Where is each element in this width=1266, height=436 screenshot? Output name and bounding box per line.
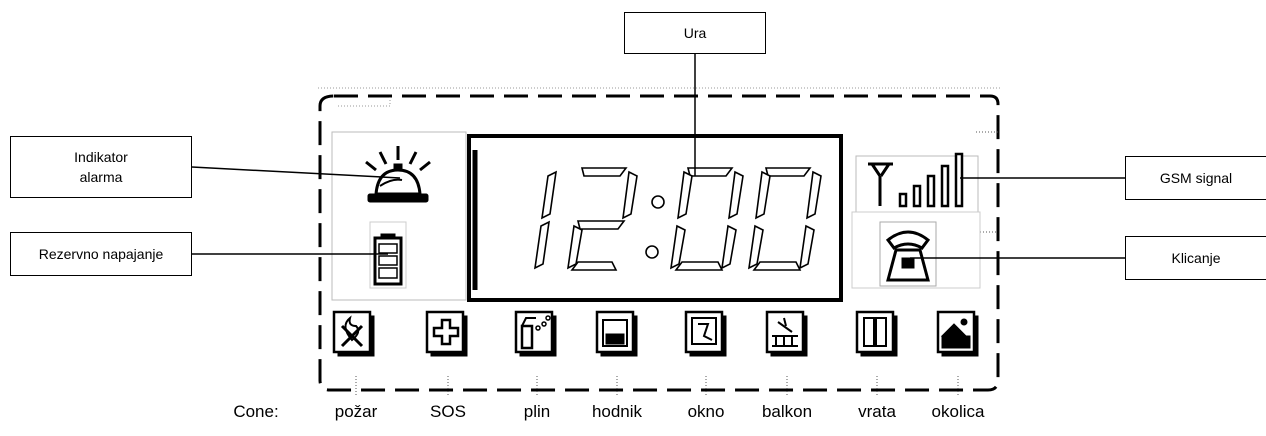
antenna-icon [868,162,893,206]
digit-4 [747,167,822,271]
leader-lines [191,54,1125,259]
bell-icon [365,146,431,203]
leader-indikator-alarma [191,166,401,179]
door-icon [855,310,898,357]
battery-icon [373,233,403,286]
corridor-icon [595,310,638,357]
zones-label: Cone: [233,402,279,421]
colon-bottom [645,245,659,259]
callout-gsm-signal-label: GSM signal [1159,170,1233,186]
battery-frame [369,221,407,289]
digit-3 [669,167,744,271]
medical-cross-icon [425,310,468,357]
callout-klicanje-label: Klicanje [1171,250,1221,266]
colon-top [651,195,665,209]
zone-guides [355,376,959,396]
callout-klicanje: Klicanje [1125,236,1266,280]
left-group-frame [331,131,467,301]
callout-indikator-alarma: Indikator alarma [10,136,192,198]
zone-label-pozar: požar [334,402,378,421]
clock-digits [533,167,822,271]
zone-icons [332,310,979,357]
zone-label-okolica: okolica [931,402,985,421]
callout-ura: Ura [624,12,766,54]
fire-icon [332,310,375,357]
zone-label-plin: plin [523,402,551,421]
callout-gsm-signal: GSM signal [1125,156,1266,200]
callout-rezervno-napajanje-label: Rezervno napajanje [38,246,164,262]
digit-1 [533,170,558,270]
clock-frame [467,134,843,302]
zone-label-hodnik: hodnik [591,402,643,421]
callout-ura-label: Ura [683,25,707,41]
digit-2 [566,167,638,271]
balcony-icon [765,310,808,357]
zone-label-balkon: balkon [761,402,813,421]
zones-legend: Cone: požar SOS plin hodnik okno balkon … [0,402,1266,426]
right-group-frame [851,211,981,289]
gas-cylinder-icon [514,310,557,357]
house-icon [936,310,979,357]
signal-bars-icon [898,152,964,208]
callout-indikator-alarma-label: Indikator alarma [74,149,128,185]
zone-label-okno: okno [687,402,725,421]
telephone-icon [879,221,937,287]
zone-label-vrata: vrata [858,402,896,421]
window-icon [684,310,727,357]
clock-time-text: 12:00 [655,131,658,133]
zone-label-sos: SOS [430,402,466,421]
panel-border [318,87,1002,392]
callout-rezervno-napajanje: Rezervno napajanje [10,232,192,276]
